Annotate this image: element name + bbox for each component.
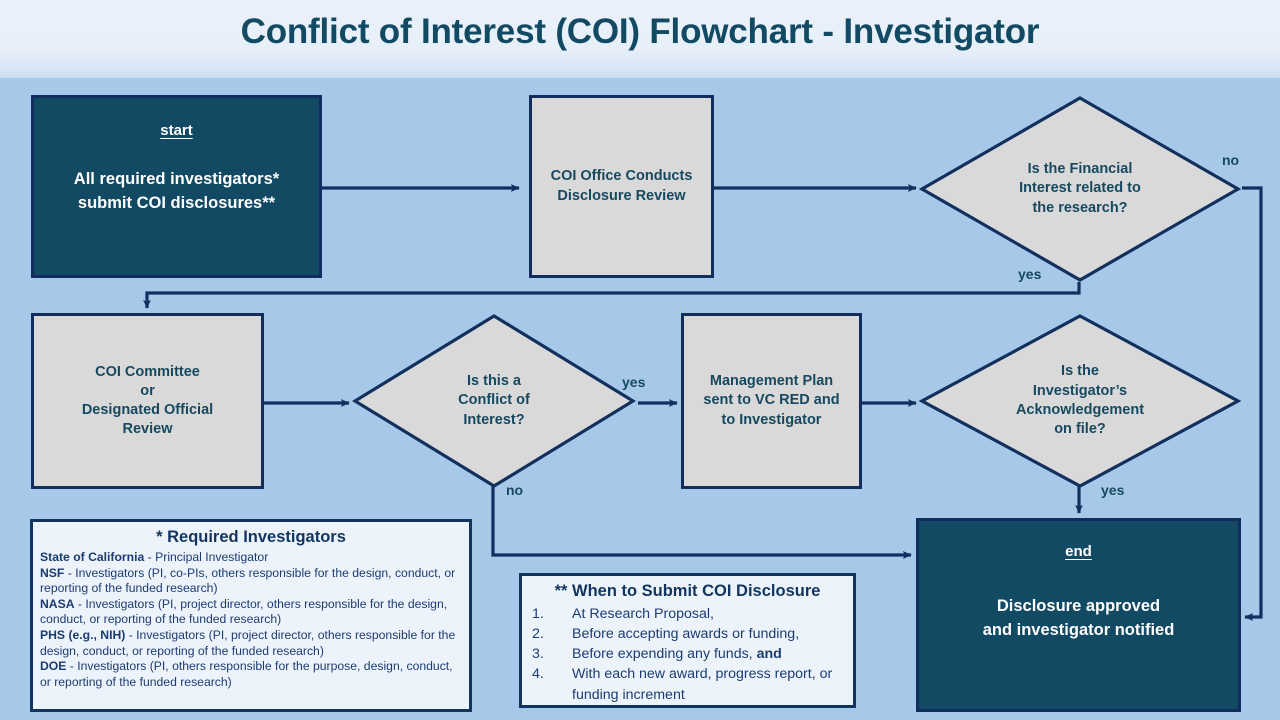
node-coi-office-label: COI Office Conducts Disclosure Review (551, 167, 693, 205)
node-coi-committee-line4: Review (122, 421, 173, 438)
panel-required-investigators-title: * Required Investigators (156, 528, 346, 546)
when-to-submit-item: 3. Before expending any funds, and (532, 644, 843, 664)
node-coi-committee-label: COI Committee or Designated Official Rev… (82, 363, 213, 440)
required-investigator-text: - Principal Investigator (144, 550, 269, 564)
edge-label-financial-yes: yes (1018, 266, 1042, 282)
node-coi-committee-line1: COI Committee (95, 363, 200, 380)
required-investigator-text: - Investigators (PI, others responsible … (40, 659, 453, 689)
node-start-body-line1: All required investigators* (73, 170, 280, 188)
required-investigator-agency: State of California (40, 550, 145, 564)
node-coi-committee-line3: Designated Official (81, 402, 214, 418)
node-start-body: All required investigators* submit COI d… (40, 168, 313, 216)
node-coi-committee[interactable]: COI Committee or Designated Official Rev… (31, 313, 264, 489)
required-investigator-text: - Investigators (PI, co-PIs, others resp… (40, 565, 456, 596)
when-to-submit-item-emphasis: and (756, 646, 782, 663)
panel-when-to-submit-title: ** When to Submit COI Disclosure (554, 582, 821, 600)
node-management-plan[interactable]: Management Plan sent to VC RED and to In… (681, 313, 862, 489)
when-to-submit-item-number: 2. (532, 626, 544, 643)
required-investigator-entry: State of California - Principal Investig… (40, 550, 462, 566)
page-title: Conflict of Interest (COI) Flowchart - I… (240, 12, 1040, 51)
required-investigator-text: - Investigators (PI, project director, o… (40, 628, 456, 658)
node-start-kicker: start (160, 122, 193, 139)
required-investigator-entry: NASA - Investigators (PI, project direct… (40, 597, 462, 628)
edge-label-conflict-yes: yes (622, 374, 646, 390)
when-to-submit-item-text: Before accepting awards or funding, (572, 626, 800, 643)
edge-label-ack-yes: yes (1101, 482, 1125, 498)
edge-financial-no-to-end (1242, 186, 1263, 621)
node-coi-committee-line2: or (140, 382, 155, 399)
required-investigator-entry: DOE - Investigators (PI, others responsi… (40, 659, 462, 690)
when-to-submit-item-number: 1. (532, 606, 544, 622)
node-decision-financial[interactable]: Is the Financial Interest related to the… (919, 95, 1241, 283)
node-end[interactable]: end Disclosure approved and investigator… (916, 518, 1241, 712)
required-investigator-text: - Investigators (PI, project director, o… (40, 596, 448, 627)
required-investigator-entry: PHS (e.g., NIH) - Investigators (PI, pro… (40, 628, 462, 659)
node-management-plan-line3: to Investigator (721, 411, 822, 428)
node-end-body-line1: Disclosure approved (996, 597, 1161, 615)
node-decision-acknowledgement[interactable]: Is the Investigator’s Acknowledgement on… (919, 313, 1241, 489)
panel-required-investigators: * Required Investigators State of Califo… (30, 519, 472, 712)
panel-required-investigators-body: State of California - Principal Investig… (33, 550, 469, 690)
diamond-shape (919, 314, 1241, 488)
required-investigator-agency: PHS (e.g., NIH) (40, 628, 126, 643)
node-management-plan-label: Management Plan sent to VC RED and to In… (703, 372, 839, 429)
required-investigator-agency: NSF (40, 565, 65, 580)
when-to-submit-item: 4. With each new award, progress report, … (532, 664, 843, 704)
when-to-submit-item-number: 4. (532, 666, 544, 683)
panel-when-to-submit: ** When to Submit COI Disclosure 1. At Re… (519, 573, 856, 708)
node-management-plan-line2: sent to VC RED and (703, 392, 840, 409)
when-to-submit-item-text: With each new award, progress report, or… (572, 666, 833, 703)
diamond-shape (919, 96, 1241, 282)
when-to-submit-item-text: Before expending any funds, and (572, 646, 782, 663)
when-to-submit-item: 1. At Research Proposal, (532, 604, 843, 624)
title-band: Conflict of Interest (COI) Flowchart - I… (0, 0, 1280, 78)
node-coi-office-line1: COI Office Conducts (550, 168, 693, 185)
node-start-body-line2: submit COI disclosures** (77, 193, 276, 212)
node-start[interactable]: start All required investigators* submit… (31, 95, 322, 278)
edge-financial-yes-to-committee (143, 282, 1081, 309)
required-investigator-agency: NASA (40, 596, 75, 611)
when-to-submit-item-number: 3. (532, 646, 544, 663)
node-end-kicker: end (1065, 543, 1092, 560)
when-to-submit-item-text: At Research Proposal, (572, 606, 714, 622)
node-end-body: Disclosure approved and investigator not… (925, 595, 1232, 643)
required-investigator-entry: NSF - Investigators (PI, co-PIs, others … (40, 566, 462, 597)
required-investigator-agency: DOE (40, 659, 67, 674)
diamond-shape (352, 314, 636, 488)
node-coi-office[interactable]: COI Office Conducts Disclosure Review (529, 95, 714, 278)
node-decision-conflict[interactable]: Is this a Conflict of Interest? (352, 313, 636, 489)
when-to-submit-item: 2. Before accepting awards or funding, (532, 624, 843, 644)
node-end-body-line2: and investigator notified (982, 620, 1175, 639)
panel-when-to-submit-list: 1. At Research Proposal, 2. Before acceptin… (522, 604, 853, 705)
edge-label-conflict-no: no (506, 482, 524, 498)
edge-label-financial-no: no (1222, 152, 1240, 168)
node-management-plan-line1: Management Plan (709, 373, 834, 390)
node-coi-office-line2: Disclosure Review (557, 187, 686, 204)
